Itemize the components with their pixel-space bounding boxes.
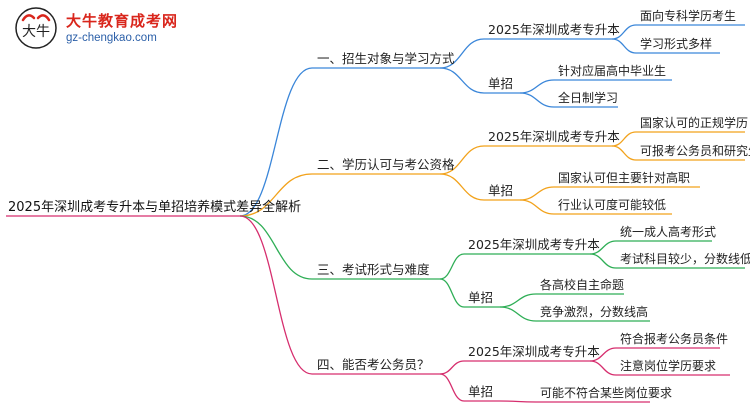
site-logo[interactable]: 大牛 大牛教育成考网 gz-chengkao.com	[14, 6, 177, 52]
leaf-3-2-1: 各高校自主命题	[540, 278, 625, 292]
root-to-branch-4	[239, 215, 313, 375]
sub-to-leaf-5	[611, 131, 637, 147]
sub-to-leaf-7	[519, 186, 555, 201]
logo-url: gz-chengkao.com	[66, 32, 157, 44]
leaf-2-2-2: 行业认可度可能较低	[558, 198, 667, 212]
branch-1-label: 一、招生对象与学习方式	[317, 51, 455, 66]
leaf-3-1-1: 统一成人高考形式	[620, 225, 717, 239]
svg-text:大牛: 大牛	[22, 24, 50, 40]
branch-4-label: 四、能否考公务员？	[317, 357, 430, 372]
leaf-2-1-1: 国家认可的正规学历	[640, 116, 749, 130]
branch-to-sub-6	[439, 278, 465, 308]
sub-to-leaf-2	[611, 38, 637, 54]
branch-2-sub-2: 单招	[488, 183, 514, 198]
sub-to-leaf-6	[611, 145, 637, 161]
branch-to-sub-8	[439, 373, 465, 402]
branch-to-sub-4	[439, 173, 485, 201]
root-to-branch-2	[239, 173, 313, 217]
branch-2-sub-1: 2025年深圳成考专升本	[488, 129, 620, 144]
sub-to-leaf-14	[589, 360, 617, 376]
branch-2-label: 二、学历认可与考公资格	[317, 157, 455, 172]
leaf-3-1-2: 考试科目较少，分数线低	[620, 252, 750, 266]
sub-to-leaf-10	[589, 253, 617, 269]
leaf-2-2-1: 国家认可但主要针对高职	[558, 171, 691, 185]
branch-to-sub-3	[439, 145, 485, 175]
sub-to-leaf-11	[499, 293, 537, 308]
sub-to-leaf-12	[499, 306, 537, 322]
sub-to-leaf-8	[519, 199, 555, 215]
sub-to-leaf-1	[611, 24, 637, 40]
branch-4-sub-1: 2025年深圳成考专升本	[468, 344, 600, 359]
branch-to-sub-7	[439, 360, 465, 375]
branch-3-label: 三、考试形式与难度	[317, 262, 430, 277]
branch-to-sub-1	[439, 38, 485, 69]
branch-to-sub-2	[439, 67, 485, 94]
leaf-1-1-1: 面向专科学历考生	[640, 9, 737, 23]
branch-to-sub-5	[439, 253, 465, 280]
branch-3-sub-1: 2025年深圳成考专升本	[468, 237, 600, 252]
sub-to-leaf-15	[499, 400, 537, 403]
branch-1-sub-1: 2025年深圳成考专升本	[488, 22, 620, 37]
sub-to-leaf-3	[519, 79, 555, 94]
root-to-branch-1	[239, 67, 313, 217]
leaf-1-2-1: 针对应届高中毕业生	[558, 64, 667, 78]
root-topic: 2025年深圳成考专升本与单招培养模式差异全解析	[8, 200, 302, 215]
leaf-4-2-1: 可能不符合某些岗位要求	[540, 386, 673, 400]
leaf-4-1-1: 符合报考公务员条件	[620, 332, 729, 346]
leaf-1-1-2: 学习形式多样	[640, 37, 713, 51]
branch-4-sub-2: 单招	[468, 384, 494, 399]
root-to-branch-3	[239, 215, 313, 280]
logo-title: 大牛教育成考网	[66, 12, 179, 30]
leaf-2-1-2: 可报考公务员和研究生	[640, 144, 750, 158]
leaf-1-2-2: 全日制学习	[558, 91, 619, 105]
branch-1-sub-2: 单招	[488, 76, 514, 91]
sub-to-leaf-4	[519, 92, 555, 108]
leaf-3-2-2: 竞争激烈，分数线高	[540, 305, 649, 319]
bull-logo-icon: 大牛	[15, 7, 57, 49]
leaf-4-1-2: 注意岗位学历要求	[620, 359, 717, 373]
branch-3-sub-2: 单招	[468, 290, 494, 305]
